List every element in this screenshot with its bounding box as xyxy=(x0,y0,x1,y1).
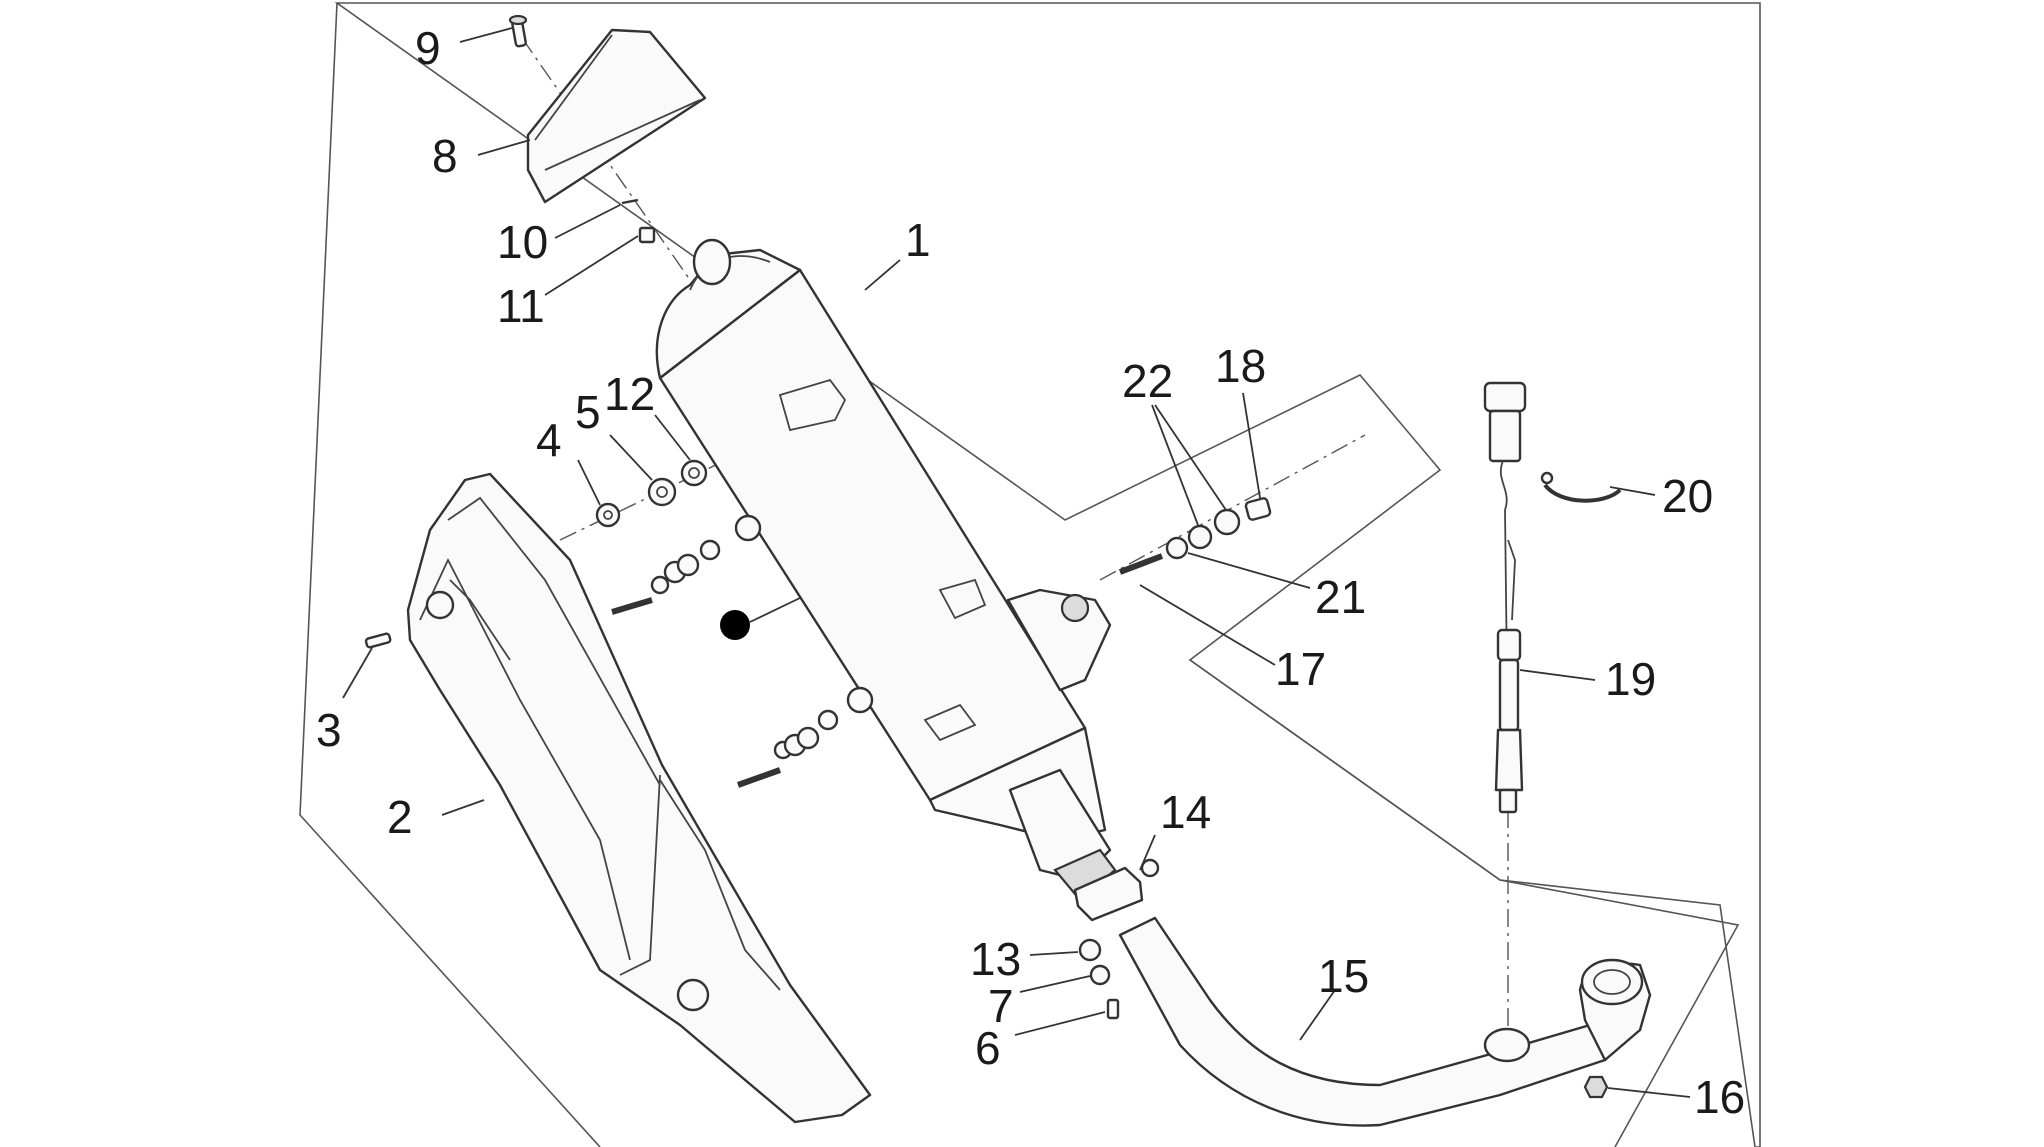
part-silencer-body xyxy=(655,238,1117,902)
part-end-cap xyxy=(526,28,707,204)
part-washer-10 xyxy=(621,198,639,205)
part-screw-3 xyxy=(364,632,392,649)
leader-8 xyxy=(477,139,531,156)
callout-14: 14 xyxy=(1160,786,1211,838)
leader-11 xyxy=(544,235,639,296)
callout-15: 15 xyxy=(1318,950,1369,1002)
part-bolt-6 xyxy=(1106,998,1120,1020)
part-bushing-13 xyxy=(1078,938,1102,962)
part-exhaust-pipe xyxy=(1118,916,1652,1127)
callout-19: 19 xyxy=(1605,653,1656,705)
leader-lines xyxy=(342,27,1691,1098)
axis-bracket-bolt xyxy=(1099,434,1366,581)
part-grommet-22 xyxy=(1187,508,1241,550)
part-heat-shield xyxy=(406,472,872,1124)
leader-13 xyxy=(1029,951,1079,956)
callout-10: 10 xyxy=(497,216,548,268)
part-grommet-5 xyxy=(647,477,677,507)
callout-2: 2 xyxy=(387,791,413,843)
part-bushing-12 xyxy=(680,459,708,487)
leader-22a xyxy=(1151,404,1199,526)
part-clip-20 xyxy=(1540,471,1622,503)
callout-3: 3 xyxy=(316,704,342,756)
part-clamp-14 xyxy=(1073,858,1160,922)
leader-9 xyxy=(459,27,513,43)
part-nut-16 xyxy=(1583,1075,1609,1099)
callout-4: 4 xyxy=(536,414,562,466)
callout-9: 9 xyxy=(415,22,441,74)
leader-14 xyxy=(1139,834,1156,871)
callout-21: 21 xyxy=(1315,571,1366,623)
callout-22: 22 xyxy=(1122,355,1173,407)
part-spacer-18 xyxy=(1244,497,1272,521)
leader-15 xyxy=(1299,989,1336,1041)
leader-marker xyxy=(749,597,801,623)
part-mount-bolt-upper xyxy=(611,539,721,615)
leader-6 xyxy=(1014,1011,1106,1036)
outline-left-boundary xyxy=(299,2,601,1147)
leader-20 xyxy=(1609,486,1656,496)
outline-pipe-group xyxy=(1189,659,1740,1147)
callout-8: 8 xyxy=(432,130,458,182)
leader-10 xyxy=(554,204,621,239)
callout-20: 20 xyxy=(1662,470,1713,522)
callout-18: 18 xyxy=(1215,340,1266,392)
leader-1 xyxy=(864,259,901,291)
callout-16: 16 xyxy=(1694,1071,1745,1123)
reference-marker-dot xyxy=(720,610,750,640)
leader-19 xyxy=(1519,669,1596,681)
part-washer-21 xyxy=(1165,536,1189,560)
group-outlines xyxy=(299,2,1761,1147)
callout-labels: 1 2 3 4 5 6 7 8 9 10 11 12 13 14 15 16 1… xyxy=(316,22,1745,1123)
leader-22b xyxy=(1154,404,1227,511)
callout-7: 7 xyxy=(988,980,1014,1032)
part-screw-top xyxy=(508,14,528,48)
callout-11: 11 xyxy=(497,280,545,332)
leader-18 xyxy=(1242,392,1261,499)
leader-16 xyxy=(1607,1087,1691,1098)
part-mount-bolt-lower xyxy=(736,709,839,788)
leader-4 xyxy=(577,459,601,506)
leader-21 xyxy=(1187,552,1311,589)
callout-17: 17 xyxy=(1275,643,1326,695)
leader-2 xyxy=(441,799,485,816)
callout-5: 5 xyxy=(575,386,601,438)
part-washer-4 xyxy=(595,502,621,528)
callout-12: 12 xyxy=(604,368,655,420)
callout-13: 13 xyxy=(970,933,1021,985)
part-spacer-11 xyxy=(638,226,656,244)
part-lambda-sensor xyxy=(1483,381,1527,814)
leader-12 xyxy=(654,414,691,461)
part-bolt-17 xyxy=(1118,553,1164,575)
callout-6: 6 xyxy=(975,1022,1001,1074)
part-washer-7 xyxy=(1089,964,1111,986)
leader-17 xyxy=(1139,584,1276,666)
leader-7 xyxy=(1019,975,1091,993)
leader-3 xyxy=(342,647,373,699)
callout-1: 1 xyxy=(905,214,931,266)
leader-5 xyxy=(609,434,653,481)
